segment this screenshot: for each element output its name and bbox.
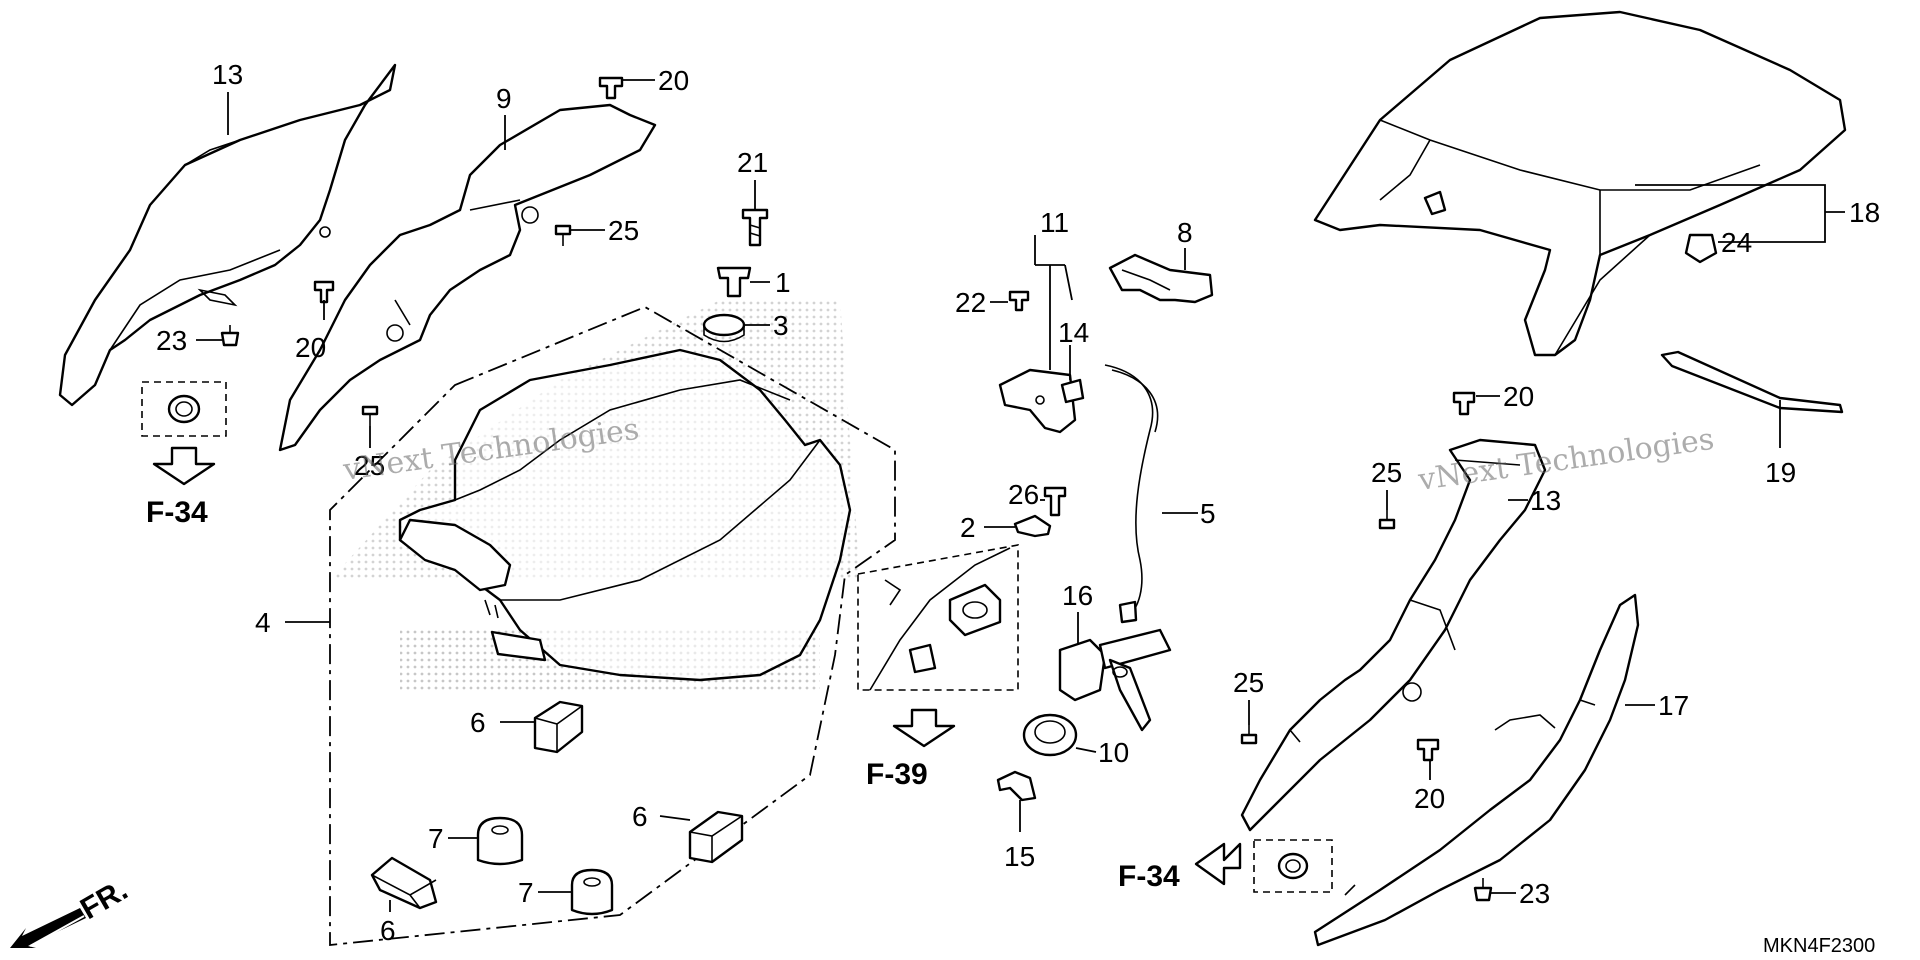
callout-24: 24 xyxy=(1721,227,1752,258)
bolt-20-right-top xyxy=(1452,391,1476,416)
callout-1: 1 xyxy=(775,267,791,298)
callout-20-right-low: 20 xyxy=(1414,783,1445,814)
bolt-25-upper xyxy=(554,224,572,246)
callout-13-left: 13 xyxy=(212,59,243,90)
callout-19: 19 xyxy=(1765,457,1796,488)
callout-25-right-b: 25 xyxy=(1233,667,1264,698)
cushion-7-a xyxy=(476,816,524,866)
part-18-rear-seat xyxy=(1313,10,1847,357)
drawing-code: MKN4F2300 xyxy=(1763,935,1875,957)
clip-23-left xyxy=(220,325,240,347)
latch-8 xyxy=(1108,253,1214,304)
callout-22: 22 xyxy=(955,287,986,318)
detail-box-left xyxy=(141,381,227,486)
cushion-6-a xyxy=(533,700,584,754)
callout-17: 17 xyxy=(1658,690,1689,721)
clip-23-right xyxy=(1473,878,1493,902)
cushion-6-c xyxy=(370,856,438,910)
bolt-25-right-b xyxy=(1240,725,1258,745)
callout-16: 16 xyxy=(1062,580,1093,611)
callout-9: 9 xyxy=(496,83,512,114)
callout-20-top: 20 xyxy=(658,65,689,96)
bolt-25-lower xyxy=(361,405,379,426)
strap-19 xyxy=(1660,350,1844,414)
bolt-26 xyxy=(1043,486,1067,517)
callout-7-b: 7 xyxy=(518,877,534,908)
part-4-main-seat xyxy=(329,306,896,946)
callout-5: 5 xyxy=(1200,498,1216,529)
cover-10 xyxy=(1022,713,1078,757)
watermark-text-right: vNext Technologies xyxy=(1415,422,1716,498)
bolt-20-right-low xyxy=(1416,738,1440,762)
callout-25-upper: 25 xyxy=(608,215,639,246)
callout-7-a: 7 xyxy=(428,823,444,854)
callout-11: 11 xyxy=(1040,207,1069,238)
callout-4: 4 xyxy=(255,607,271,638)
callout-6-c: 6 xyxy=(380,915,396,946)
callout-26: 26 xyxy=(1008,479,1039,510)
ref-f34-left-label[interactable]: F-34 xyxy=(146,496,208,529)
callout-14: 14 xyxy=(1058,317,1089,348)
callout-25-right-a: 25 xyxy=(1371,457,1402,488)
callout-15: 15 xyxy=(1004,841,1035,872)
front-direction-arrow xyxy=(10,908,86,948)
callout-13-right: 13 xyxy=(1530,485,1561,516)
ref-f34-right-label[interactable]: F-34 xyxy=(1118,860,1180,893)
leader-lines xyxy=(196,79,1845,912)
bolt-25-right-a xyxy=(1378,510,1396,530)
grommet-3 xyxy=(702,313,746,343)
grommet-24 xyxy=(1684,233,1718,264)
bolt-20-left xyxy=(313,280,335,304)
cushion-7-b xyxy=(570,868,614,916)
bolt-20-top xyxy=(598,76,624,100)
callout-23-right: 23 xyxy=(1519,878,1550,909)
part-13-side-cover-left xyxy=(58,63,397,407)
bracket-11 xyxy=(998,368,1085,434)
callout-10: 10 xyxy=(1098,737,1129,768)
callout-20-left: 20 xyxy=(295,332,326,363)
pin-2 xyxy=(1013,514,1052,538)
part-17-lower-cover-right xyxy=(1313,593,1640,947)
callout-18: 18 xyxy=(1849,197,1880,228)
callout-23-left: 23 xyxy=(156,325,187,356)
clip-15 xyxy=(996,770,1037,802)
part-13-side-cover-right xyxy=(1240,438,1547,832)
callout-2: 2 xyxy=(960,512,976,543)
part-9-upper-cover xyxy=(278,103,657,452)
callout-25-lower: 25 xyxy=(354,450,385,481)
detail-box-right xyxy=(1194,839,1333,893)
cable-5 xyxy=(1104,364,1159,624)
cushion-6-b xyxy=(688,810,744,864)
callout-21: 21 xyxy=(737,147,768,178)
callout-6-b: 6 xyxy=(632,801,648,832)
ref-f39-label[interactable]: F-39 xyxy=(866,758,928,791)
callout-3: 3 xyxy=(773,310,789,341)
detail-box-center xyxy=(857,544,1019,748)
bolt-21 xyxy=(741,208,769,247)
key-lock-16 xyxy=(1058,628,1172,732)
bolt-22 xyxy=(1008,290,1030,312)
callout-6-a: 6 xyxy=(470,707,486,738)
callout-8: 8 xyxy=(1177,217,1193,248)
collar-1 xyxy=(716,266,752,298)
callout-20-right-top: 20 xyxy=(1503,381,1534,412)
callout-labels: 13 9 20 21 1 3 25 20 23 25 4 6 7 6 7 6 1… xyxy=(156,59,1880,946)
